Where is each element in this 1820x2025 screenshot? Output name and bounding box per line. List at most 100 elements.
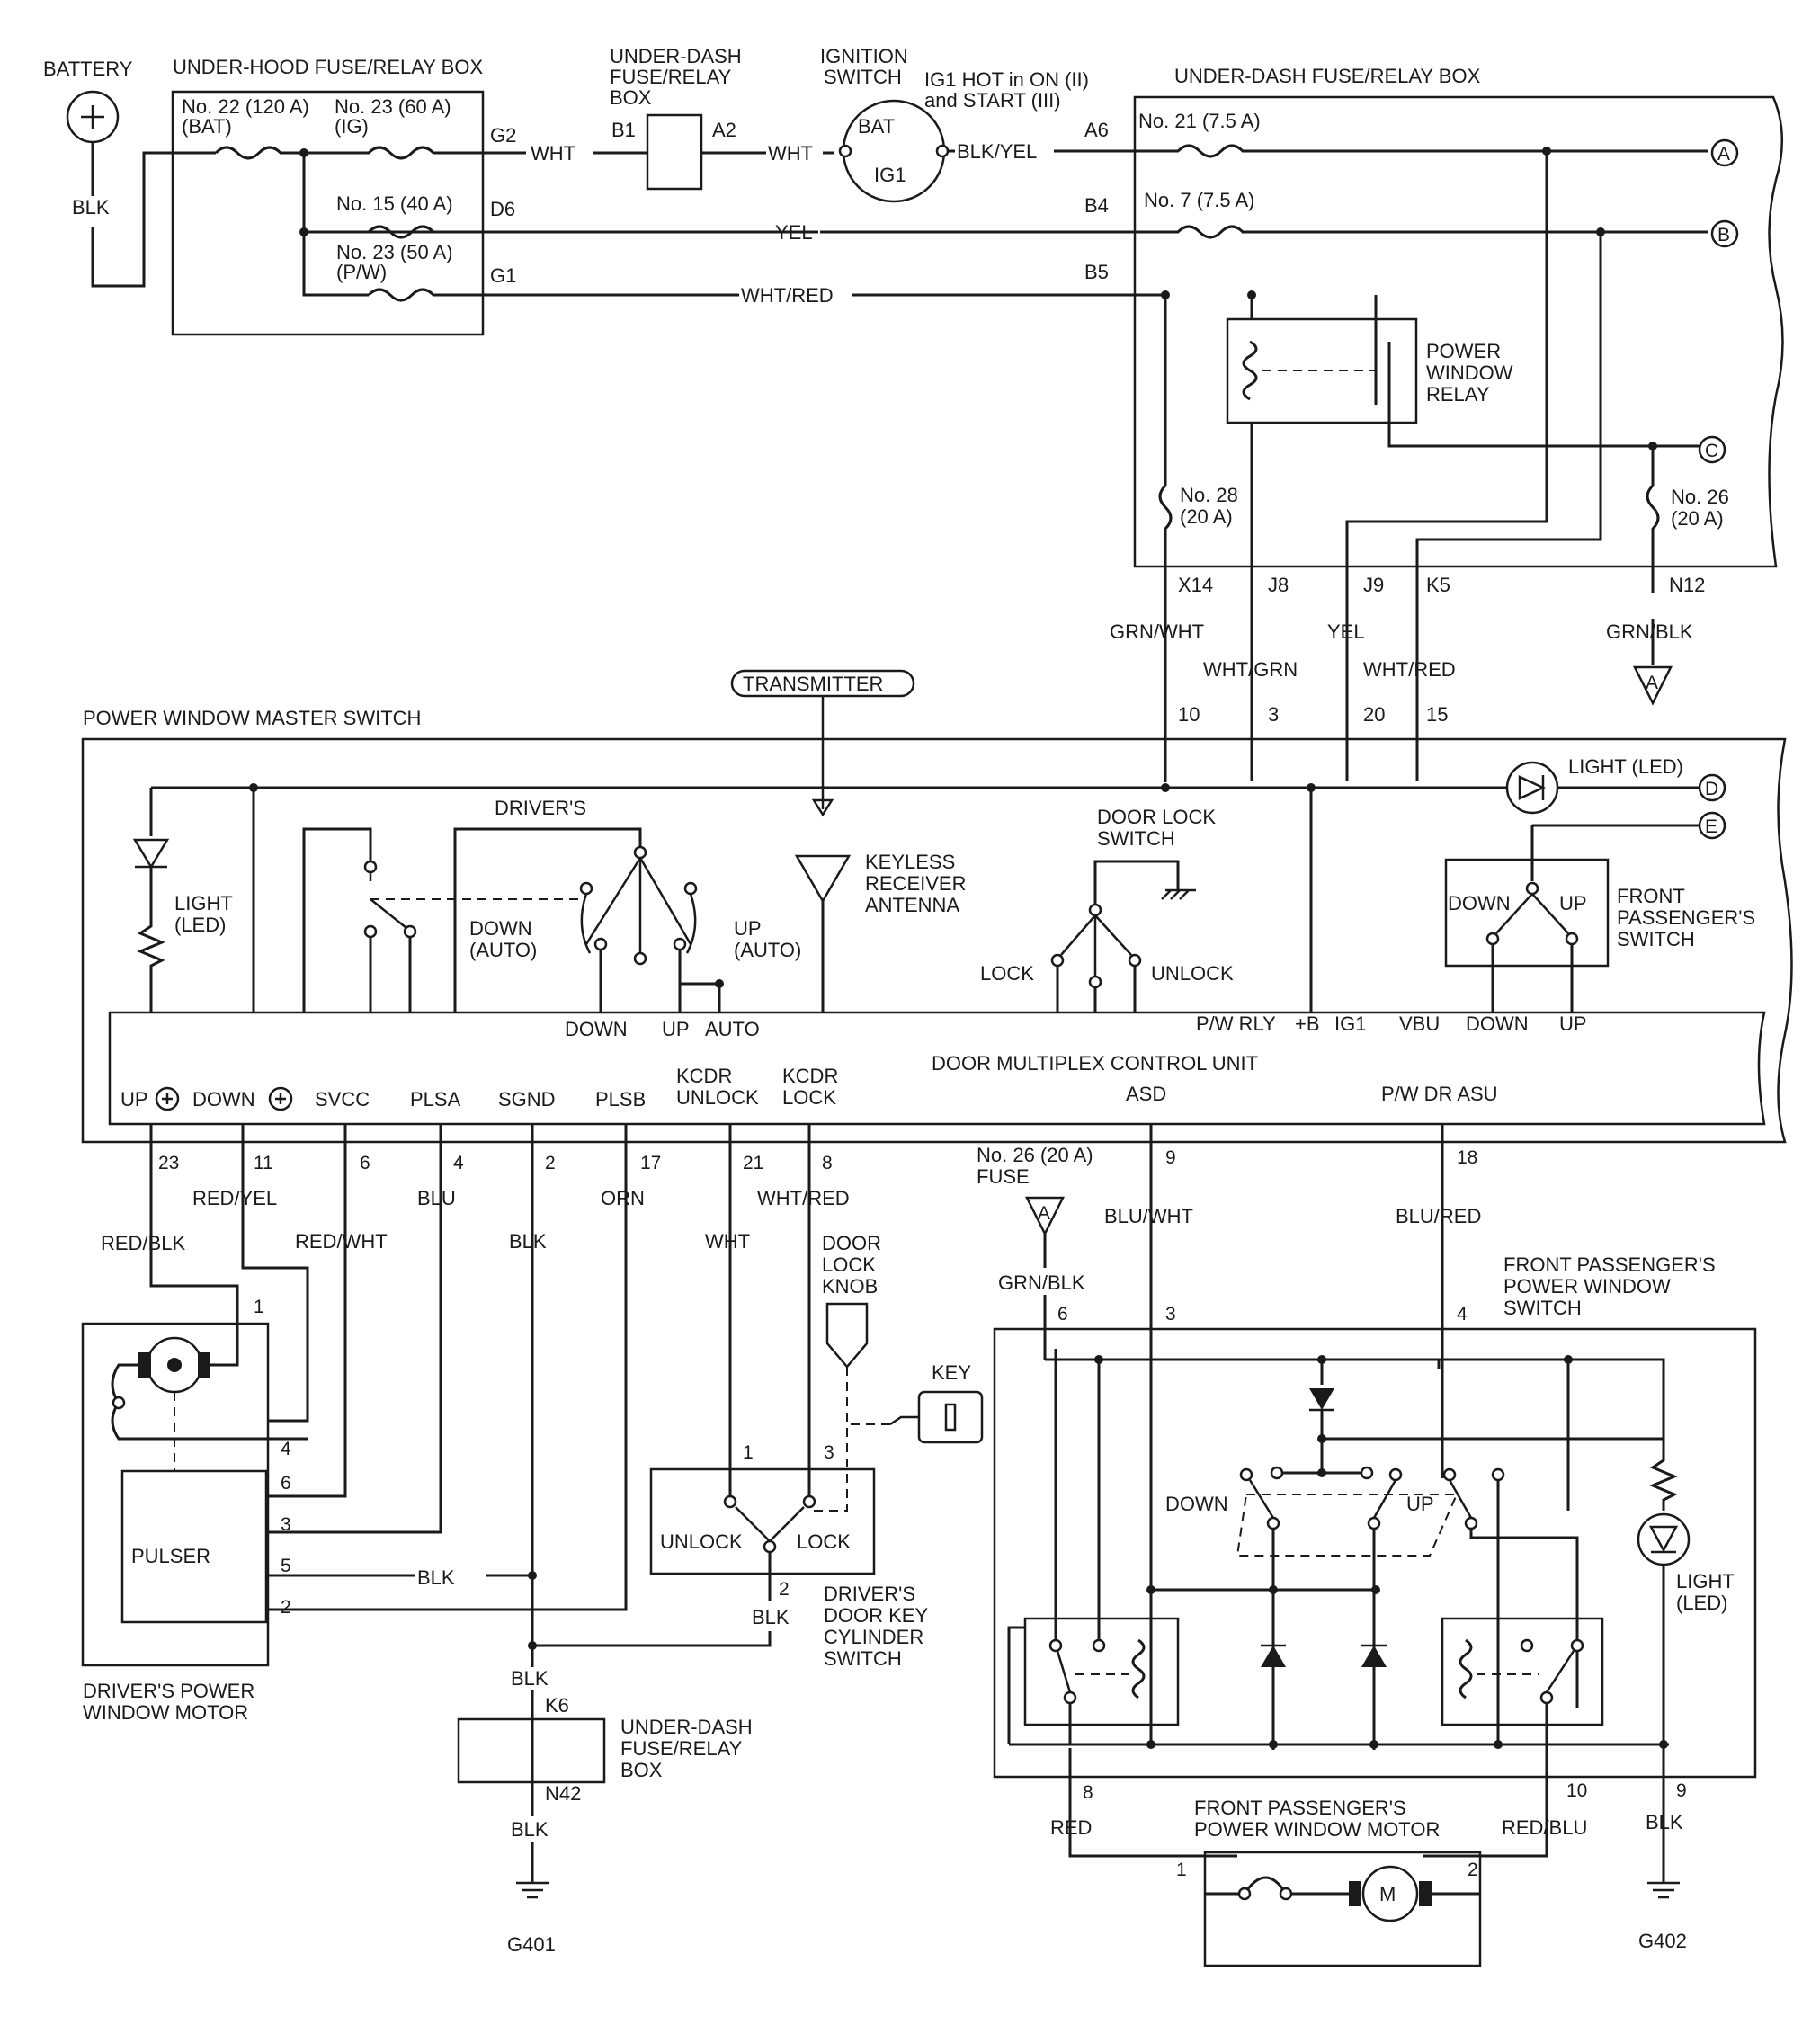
fuse-26-label: No. 26 [1671, 486, 1729, 508]
g402-label: G402 [1638, 1930, 1687, 1952]
b-asd: ASD [1126, 1083, 1166, 1105]
kc-label-3: CYLINDER [824, 1626, 923, 1648]
wire-wht-2: WHT [768, 142, 813, 165]
b-plsa: PLSA [410, 1088, 461, 1111]
fpsw-label-2: POWER WINDOW [1503, 1275, 1671, 1298]
svg-text:A: A [1038, 1203, 1050, 1224]
b-pw-dr-asu: P/W DR ASU [1381, 1083, 1498, 1105]
t-pw-rly: P/W RLY [1196, 1012, 1276, 1035]
ign-bat: BAT [858, 115, 895, 138]
w-grn-blk-b: GRN/BLK [998, 1271, 1085, 1294]
fuse-22-sub: (BAT) [182, 115, 232, 138]
udb-label-2: FUSE/RELAY [620, 1737, 743, 1760]
pin-b5: B5 [1084, 261, 1109, 283]
diode-left [1261, 1644, 1286, 1667]
relay-label-2: WINDOW [1426, 361, 1513, 384]
fps-up: UP [1559, 892, 1587, 914]
wire-blk-yel: BLK/YEL [957, 140, 1037, 163]
door-lock-switch-2: SWITCH [1097, 827, 1175, 850]
wire-grn-wht: GRN/WHT [1110, 620, 1204, 643]
gnd-blk-1: BLK [511, 1667, 549, 1690]
fps-label-3: SWITCH [1617, 928, 1695, 950]
door-lock-knob-3: KNOB [822, 1275, 878, 1298]
dash-box-label-3: BOX [610, 86, 652, 109]
p8: 8 [822, 1153, 833, 1173]
door-multiplex-control-unit [108, 1011, 1766, 1126]
w-blu-wht: BLU/WHT [1104, 1205, 1193, 1227]
connector-a: A [1710, 138, 1739, 167]
fuse-23-ig-label: No. 23 (60 A) [335, 95, 451, 118]
splice-triangle-a: A [1632, 665, 1673, 706]
dash-box-label-2: FUSE/RELAY [610, 66, 732, 88]
fps-down: DOWN [1448, 892, 1511, 914]
w-blu-red: BLU/RED [1396, 1205, 1481, 1227]
splice-triangle-a-bottom: A [1024, 1196, 1066, 1236]
w-orn: ORN [601, 1187, 645, 1209]
b-kcdr-lock-2: LOCK [782, 1086, 836, 1109]
ign-label-1: IGNITION [820, 45, 908, 67]
m4: 4 [281, 1439, 291, 1459]
keyless-1: KEYLESS [865, 851, 955, 873]
w-blk-mid: BLK [417, 1566, 455, 1589]
svg-text:A: A [1717, 144, 1730, 165]
b-svcc: SVCC [315, 1088, 370, 1111]
light-led-left-2: (LED) [174, 914, 226, 936]
p9: 9 [1165, 1147, 1176, 1168]
kc-label-2: DOOR KEY [824, 1604, 928, 1627]
passenger-relay-right [1441, 1617, 1604, 1726]
wire-yel-2: YEL [1327, 620, 1365, 643]
b-plsb: PLSB [595, 1088, 646, 1111]
fp9: 9 [1676, 1780, 1687, 1801]
relay-label-3: RELAY [1426, 383, 1490, 406]
fuse-23-pw-label: No. 23 (50 A) [336, 241, 453, 263]
pin-g1: G1 [490, 264, 516, 287]
b-kcdr-lock-1: KCDR [782, 1065, 838, 1087]
connector-e: E [1698, 811, 1726, 840]
kc-unlock: UNLOCK [660, 1530, 743, 1553]
battery-symbol [66, 90, 120, 144]
p6: 6 [360, 1153, 370, 1173]
diode-top [1309, 1388, 1334, 1412]
fuse-23-pw-sub: (P/W) [336, 261, 387, 283]
connector-b: B [1710, 219, 1739, 248]
pulser-box [120, 1469, 268, 1624]
kc-label-4: SWITCH [824, 1647, 902, 1670]
ig1hot-2: and START (III) [924, 89, 1061, 112]
led-light-right [1505, 761, 1559, 815]
wire-wht-1: WHT [531, 142, 575, 165]
t-auto: AUTO [705, 1018, 760, 1040]
fp3: 3 [1165, 1304, 1176, 1325]
wire-wht-red-2: WHT/RED [1363, 658, 1456, 681]
pin-j9: J9 [1363, 574, 1384, 596]
pin-10: 10 [1178, 703, 1200, 726]
kc2: 2 [779, 1579, 790, 1600]
udb-label-1: UNDER-DASH [620, 1716, 753, 1738]
door-lock-switch-1: DOOR LOCK [1097, 806, 1216, 828]
ign-label-2: SWITCH [824, 66, 902, 88]
transmitter-label: TRANSMITTER [743, 673, 883, 695]
keyless-antenna [794, 854, 852, 904]
fuse-26-sub: (20 A) [1671, 507, 1724, 530]
pin-k5: K5 [1426, 574, 1450, 596]
w-blk: BLK [509, 1230, 547, 1253]
diode-right [1361, 1644, 1387, 1667]
m3: 3 [281, 1514, 291, 1535]
m1: 1 [254, 1297, 264, 1317]
pin-20: 20 [1363, 703, 1385, 726]
light-led-right: LIGHT (LED) [1568, 755, 1683, 778]
motor-m: M [1379, 1883, 1396, 1905]
up-auto-2: (AUTO) [734, 939, 801, 961]
pin-a6: A6 [1084, 119, 1109, 141]
kc3: 3 [824, 1442, 834, 1463]
underdash-fuse-relay-box [1133, 95, 1784, 568]
fp6: 6 [1057, 1304, 1068, 1325]
t-vbu: VBU [1399, 1012, 1440, 1035]
m5: 5 [281, 1556, 291, 1576]
svg-text:D: D [1705, 779, 1718, 799]
ud-box-label: UNDER-DASH FUSE/RELAY BOX [1174, 65, 1481, 87]
up-auto-1: UP [734, 917, 762, 940]
power-window-relay [1226, 317, 1418, 424]
wire-yel: YEL [775, 221, 813, 244]
m6: 6 [281, 1473, 291, 1494]
front-passenger-power-window-switch [993, 1327, 1757, 1779]
